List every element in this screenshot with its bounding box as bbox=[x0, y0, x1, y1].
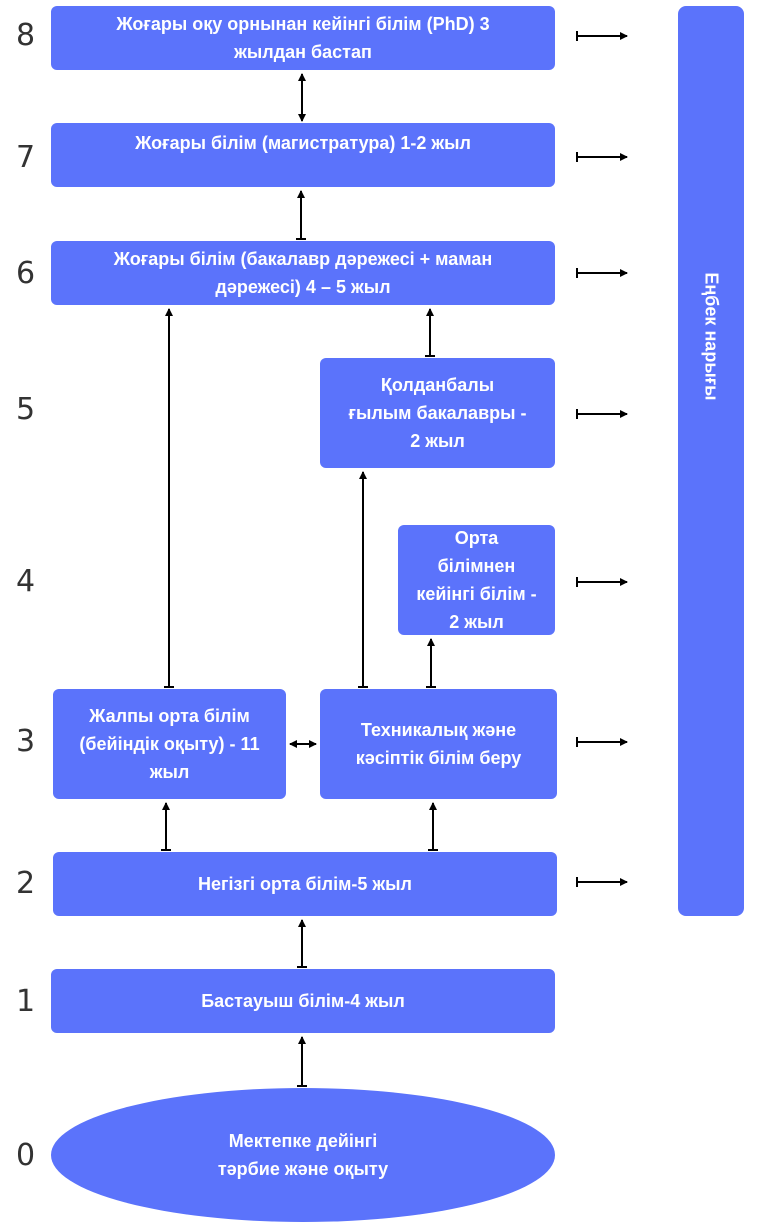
level-0: 0 bbox=[16, 1138, 36, 1173]
post-secondary-label: Орта білімнен кейінгі білім - 2 жыл bbox=[416, 528, 537, 632]
level-4: 4 bbox=[16, 564, 36, 599]
phd-box: Жоғары оқу орнынан кейінгі білім (PhD) 3… bbox=[51, 6, 555, 70]
applied-bachelor-label: Қолданбалы ғылым бакалавры - 2 жыл bbox=[348, 375, 527, 451]
level-6: 6 bbox=[16, 256, 36, 291]
bachelor-box: Жоғары білім (бакалавр дәрежесі + маман … bbox=[51, 241, 555, 305]
applied-bachelor-box: Қолданбалы ғылым бакалавры - 2 жыл bbox=[320, 358, 555, 468]
preschool-oval: Мектепке дейінгі тәрбие және оқыту bbox=[51, 1088, 555, 1222]
primary-label: Бастауыш білім-4 жыл bbox=[201, 991, 405, 1011]
labour-market-bar: Еңбек нарығы bbox=[678, 6, 744, 916]
level-8: 8 bbox=[16, 18, 36, 53]
general-secondary-label: Жалпы орта білім (бейіндік оқыту) - 11 ж… bbox=[79, 706, 260, 782]
level-2: 2 bbox=[16, 866, 36, 901]
level-5: 5 bbox=[16, 392, 36, 427]
phd-label: Жоғары оқу орнынан кейінгі білім (PhD) 3… bbox=[116, 14, 490, 62]
level-1: 1 bbox=[16, 984, 36, 1019]
primary-box: Бастауыш білім-4 жыл bbox=[51, 969, 555, 1033]
technical-vocational-box: Техникалық және кәсіптік білім беру bbox=[320, 689, 557, 799]
level-7: 7 bbox=[16, 140, 36, 175]
post-secondary-box: Орта білімнен кейінгі білім - 2 жыл bbox=[398, 525, 555, 635]
basic-secondary-box: Негізгі орта білім-5 жыл bbox=[53, 852, 557, 916]
bachelor-label: Жоғары білім (бакалавр дәрежесі + маман … bbox=[113, 249, 493, 297]
masters-box: Жоғары білім (магистратура) 1-2 жыл bbox=[51, 123, 555, 187]
preschool-label: Мектепке дейінгі тәрбие және оқыту bbox=[217, 1131, 389, 1179]
level-3: 3 bbox=[16, 724, 36, 759]
masters-label: Жоғары білім (магистратура) 1-2 жыл bbox=[135, 133, 471, 153]
basic-secondary-label: Негізгі орта білім-5 жыл bbox=[198, 874, 412, 894]
general-secondary-box: Жалпы орта білім (бейіндік оқыту) - 11 ж… bbox=[53, 689, 286, 799]
technical-vocational-label: Техникалық және кәсіптік білім беру bbox=[355, 720, 522, 768]
